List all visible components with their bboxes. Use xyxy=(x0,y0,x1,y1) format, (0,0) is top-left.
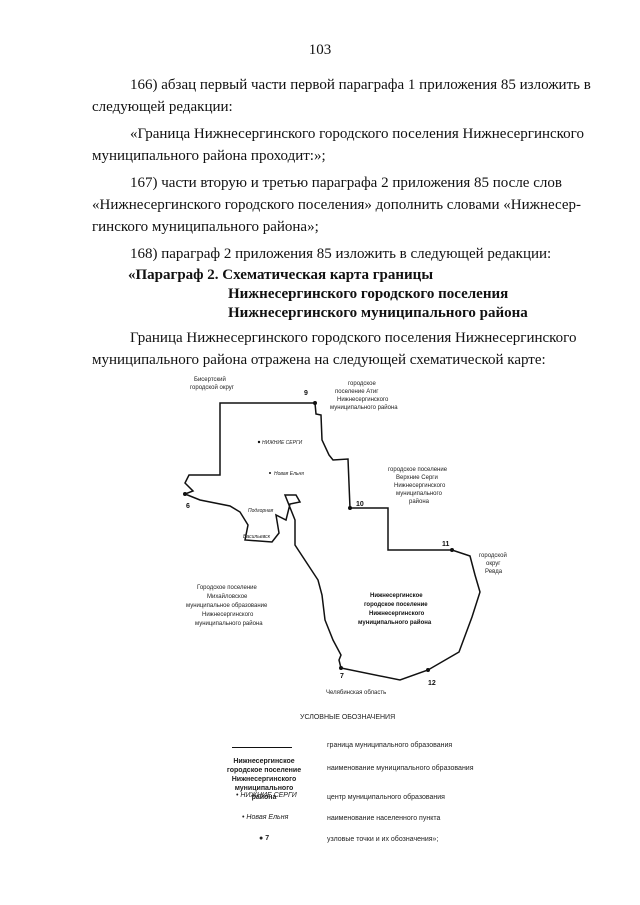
legend-center-dot: • xyxy=(236,792,239,799)
node-label-9: 9 xyxy=(304,390,308,397)
paragraph-167-line2: «Нижнесергинского городского поселения» … xyxy=(92,197,582,213)
section-heading-line2: Нижнесергинского городского поселения xyxy=(228,286,509,302)
map-node-points xyxy=(183,401,454,672)
node-point-11 xyxy=(450,548,454,552)
main-label-4: муниципального района xyxy=(358,619,432,626)
section-heading-line1: «Параграф 2. Схематическая карта границы xyxy=(128,267,434,283)
paragraph-166-cont: следующей редакции: xyxy=(92,96,600,118)
paragraph-167-cont2: гинского муниципального района»; xyxy=(92,216,600,238)
legend-desc-node: узловые точки и их обозначения»; xyxy=(327,836,439,843)
label-verhnie-2: Верхние Серги xyxy=(396,475,438,481)
legend-node-text: 7 xyxy=(265,835,270,842)
legend-name-line3: Нижнесергинского xyxy=(231,776,297,783)
node-point-10 xyxy=(348,506,352,510)
label-bisert-1: Бисертский xyxy=(194,376,226,383)
node-point-9 xyxy=(313,401,317,405)
main-area-label: Нижнесергинское городское поселение Нижн… xyxy=(358,593,432,626)
label-revda-2: округ xyxy=(486,561,501,567)
main-label-1: Нижнесергинское xyxy=(370,593,423,599)
label-chel: Челябинская область xyxy=(326,690,386,696)
legend-name-line1: Нижнесергинское xyxy=(233,758,295,765)
paragraph-167-cont: «Нижнесергинского городского поселения» … xyxy=(92,194,600,216)
schematic-map: 9 6 10 11 7 12 Бисертский городской окру… xyxy=(182,376,507,696)
legend-title: УСЛОВНЫЕ ОБОЗНАЧЕНИЯ xyxy=(300,714,396,721)
node-point-7 xyxy=(339,666,343,670)
node-point-6 xyxy=(183,492,187,496)
paragraph-167: 167) части вторую и третью параграфа 2 п… xyxy=(92,172,600,194)
label-center: НИЖНИЕ СЕРГИ xyxy=(262,440,303,446)
label-verhnie-3: Нижнесергинского xyxy=(394,483,446,489)
node-label-6: 6 xyxy=(186,503,190,510)
novaya-dot xyxy=(269,472,271,474)
intro-paragraph-cont: муниципального района отражена на следую… xyxy=(92,349,600,371)
legend-desc-settlement: наименование населенного пункта xyxy=(327,815,441,822)
label-vasilyevsk: Васильевск xyxy=(243,534,271,540)
main-label-2: городское поселение xyxy=(364,602,428,608)
section-heading-line3: Нижнесергинского муниципального района xyxy=(228,305,528,321)
label-mikh-4: Нижнесергинского xyxy=(202,612,254,618)
label-atig-1: городское xyxy=(348,381,376,387)
legend-node-dot: ● xyxy=(259,835,264,842)
label-mikh-1: Городское поселение xyxy=(197,585,257,591)
label-verhnie-5: района xyxy=(409,498,430,505)
legend-line-sample xyxy=(232,747,292,748)
paragraph-167-line1: 167) части вторую и третью параграфа 2 п… xyxy=(130,175,562,191)
map-labels: Бисертский городской округ городское пос… xyxy=(186,376,507,696)
intro-line1: Граница Нижнесергинского городского посе… xyxy=(130,330,577,346)
legend-settlement-text: Новая Ельня xyxy=(246,814,289,821)
settlement-labels: НИЖНИЕ СЕРГИ Новая Ельня Подгорная Васил… xyxy=(243,440,304,540)
label-podgornaya: Подгорная xyxy=(248,508,274,514)
legend-center-text: НИЖНИЕ СЕРГИ xyxy=(240,792,297,799)
node-label-11: 11 xyxy=(442,541,450,548)
center-dot xyxy=(257,440,261,444)
node-point-12 xyxy=(426,668,430,672)
main-label-3: Нижнесергинского xyxy=(369,611,425,617)
label-novaya: Новая Ельня xyxy=(274,471,304,477)
quote-line1: «Граница Нижнесергинского городского пос… xyxy=(130,126,584,142)
legend-settlement-sample: • Новая Ельня xyxy=(242,814,288,821)
legend-desc-name: наименование муниципального образования xyxy=(327,765,474,772)
quote-line2: муниципального района проходит:»; xyxy=(92,148,326,164)
legend-desc-boundary: граница муниципального образования xyxy=(327,742,453,749)
label-revda-3: Ревда xyxy=(485,569,503,575)
label-bisert-2: городской округ xyxy=(190,384,235,391)
label-atig-4: муниципального района xyxy=(330,404,398,411)
paragraph-166-line2: следующей редакции: xyxy=(92,99,233,115)
intro-line2: муниципального района отражена на следую… xyxy=(92,352,546,368)
paragraph-167-line3: гинского муниципального района»; xyxy=(92,219,319,235)
legend-desc-center: центр муниципального образования xyxy=(327,794,445,801)
paragraph-166-line1: 166) абзац первый части первой параграфа… xyxy=(130,77,591,93)
paragraph-168: 168) параграф 2 приложения 85 изложить в… xyxy=(92,243,600,265)
page-number: 103 xyxy=(308,42,332,58)
quote-paragraph: «Граница Нижнесергинского городского пос… xyxy=(92,123,600,145)
label-verhnie-4: муниципального xyxy=(396,491,443,497)
node-label-7: 7 xyxy=(340,673,344,680)
label-mikh-2: Михайловское xyxy=(207,593,248,600)
boundary-outline xyxy=(182,402,481,681)
legend-node-sample: ● 7 xyxy=(259,835,269,842)
node-label-10: 10 xyxy=(356,501,364,508)
paragraph-166: 166) абзац первый части первой параграфа… xyxy=(92,74,600,96)
label-atig-3: Нижнесергинского xyxy=(337,397,389,403)
node-label-12: 12 xyxy=(428,680,436,687)
legend-name-line4: муниципального района xyxy=(234,785,294,801)
legend-center-sample: • НИЖНИЕ СЕРГИ xyxy=(236,792,297,799)
label-atig-2: поселение Атиг xyxy=(335,389,379,395)
paragraph-168-text: 168) параграф 2 приложения 85 изложить в… xyxy=(130,246,552,262)
legend-settlement-dot: • xyxy=(242,814,245,821)
label-revda-1: городской xyxy=(479,552,507,559)
label-mikh-5: муниципального района xyxy=(195,620,263,627)
node-point-labels: 9 6 10 11 7 12 xyxy=(186,390,450,687)
legend-name-line2: городское поселение xyxy=(226,767,302,774)
label-mikh-3: муниципальное образование xyxy=(186,603,268,609)
intro-paragraph: Граница Нижнесергинского городского посе… xyxy=(92,327,600,349)
quote-paragraph-cont: муниципального района проходит:»; xyxy=(92,145,600,167)
label-verhnie-1: городское поселение xyxy=(388,467,448,473)
legend-name-sample: Нижнесергинское городское поселение Нижн… xyxy=(222,757,306,802)
